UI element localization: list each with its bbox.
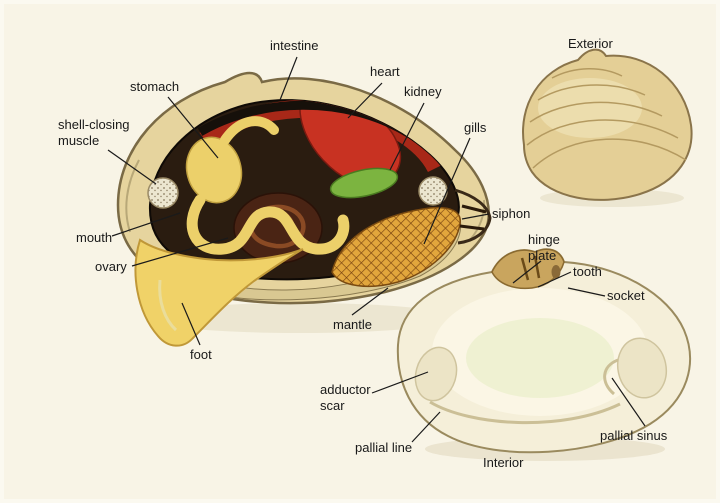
leader-adductor-scar	[371, 371, 429, 394]
right-adductor-scar-shape	[616, 337, 668, 399]
leader-mouth	[111, 212, 181, 237]
leader-gills	[423, 137, 471, 245]
clam-cross-section-illustration	[116, 71, 492, 347]
leader-siphon	[461, 213, 490, 220]
foot-highlight	[158, 279, 178, 332]
leader-lines	[107, 56, 646, 443]
pallial-sinus-shape	[603, 358, 619, 396]
leader-mantle	[351, 287, 389, 316]
leader-foot	[181, 302, 201, 346]
interior-shell-illustration	[396, 248, 692, 454]
socket-shape	[551, 265, 561, 279]
tooth-shape	[520, 257, 530, 281]
growth-rings	[526, 68, 687, 169]
foot-shape	[134, 238, 304, 347]
leader-stomach	[167, 96, 219, 159]
leader-ovary	[131, 237, 229, 267]
pallial-line-shape	[429, 400, 621, 425]
left-adductor-muscle-shape	[147, 177, 179, 209]
shell-growth-line	[125, 159, 140, 233]
label-intestine: intestine	[270, 38, 319, 53]
label-heart: heart	[370, 64, 400, 79]
tooth-shape	[533, 255, 541, 279]
leader-intestine	[279, 56, 298, 101]
kidney-shape	[329, 167, 399, 199]
label-mantle: mantle	[333, 317, 373, 332]
label-ovary: ovary	[95, 259, 127, 274]
label-shell-closing-muscle: shell-closing muscle	[58, 117, 130, 148]
leader-heart	[347, 82, 383, 119]
label-exterior: Exterior	[568, 36, 613, 51]
exterior-shell-illustration	[522, 48, 693, 201]
hinge-plate-shape	[491, 248, 565, 290]
siphon-shape	[454, 188, 492, 245]
shadow-main	[145, 303, 455, 333]
interior-shell-tint	[466, 318, 614, 398]
leader-socket	[567, 287, 606, 297]
label-pallial-line: pallial line	[355, 440, 413, 455]
label-mouth: mouth	[76, 230, 113, 245]
label-socket: socket	[607, 288, 645, 303]
stomach-shape	[185, 136, 243, 204]
leader-pallial-line	[411, 411, 441, 443]
label-gills: gills	[464, 120, 487, 135]
gills-shape	[331, 206, 461, 288]
label-siphon: siphon	[492, 206, 531, 221]
left-adductor-scar-shape	[414, 346, 458, 402]
leader-shell-closing-muscle	[107, 149, 157, 185]
leader-hinge-plate	[512, 260, 542, 284]
leader-tooth	[537, 271, 572, 288]
label-adductor-scar: adductor scar	[320, 382, 371, 413]
label-hinge-plate: hinge plate	[528, 232, 560, 263]
label-stomach: stomach	[130, 79, 180, 94]
intestine-tube-shape	[186, 194, 350, 255]
label-tooth: tooth	[573, 264, 602, 279]
leader-pallial-sinus	[611, 377, 646, 427]
exterior-shell-highlight	[538, 78, 642, 138]
shell-growth-line	[469, 199, 486, 241]
digestive-tube	[220, 116, 279, 145]
leader-kidney	[389, 102, 425, 171]
label-pallial-sinus: pallial sinus	[600, 428, 668, 443]
label-kidney: kidney	[404, 84, 442, 99]
label-interior: Interior	[483, 455, 524, 470]
label-foot: foot	[190, 347, 212, 362]
